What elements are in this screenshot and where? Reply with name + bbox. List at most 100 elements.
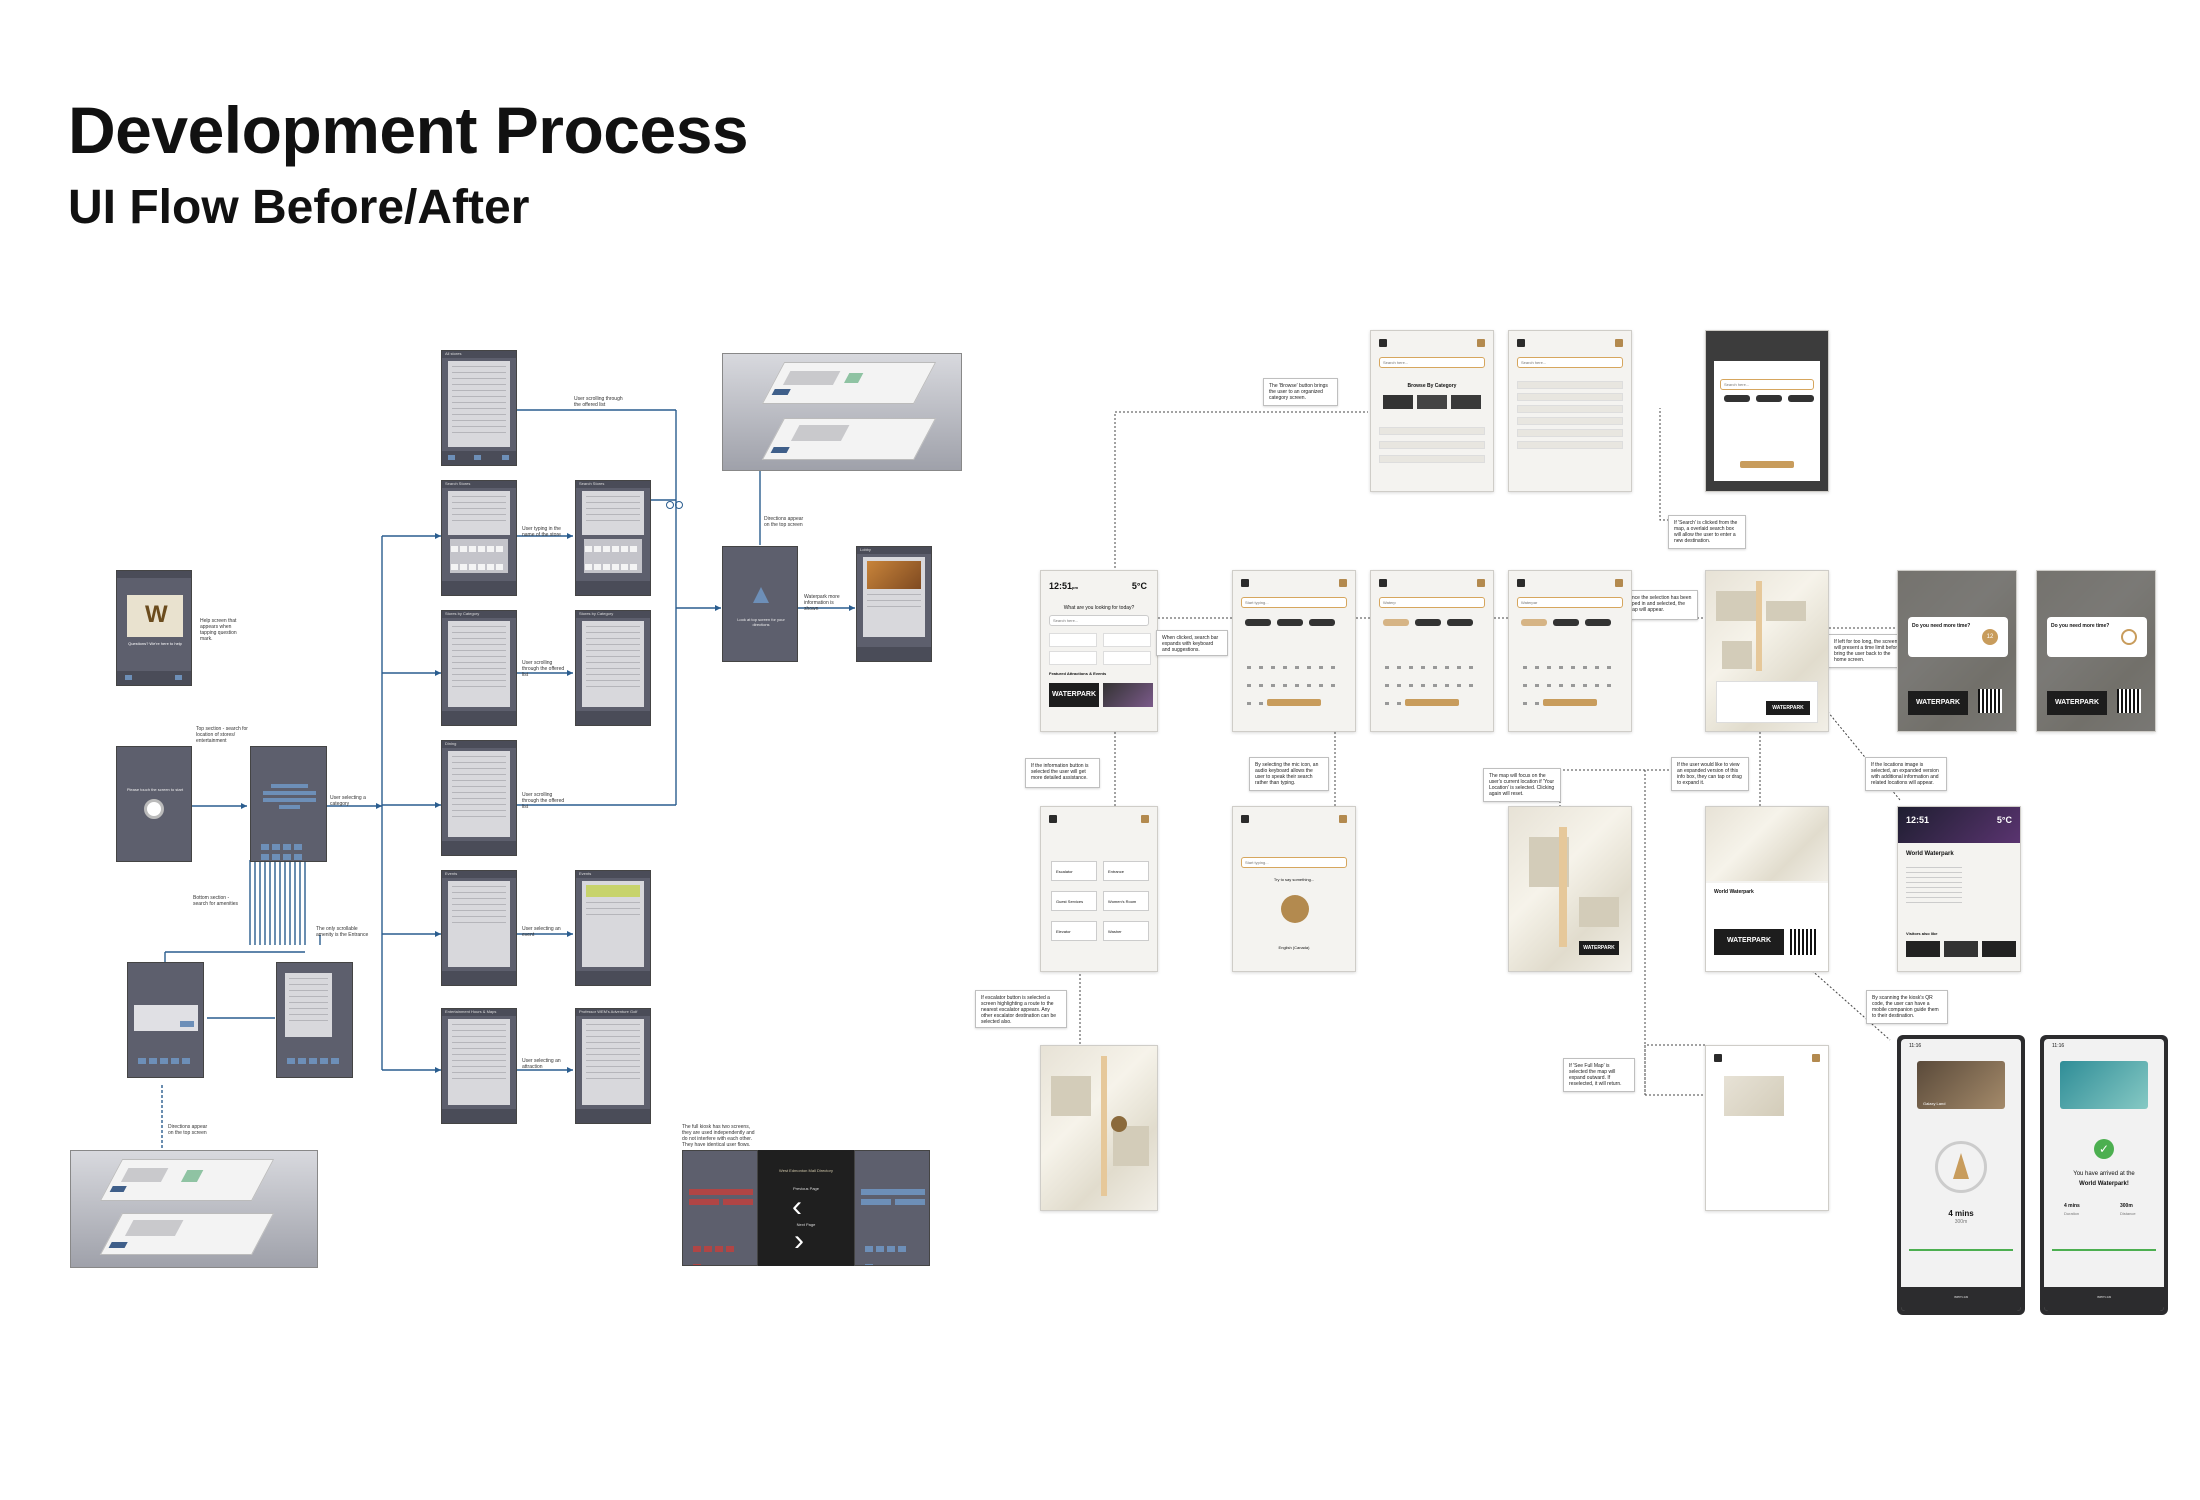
escalator-marker-icon <box>1111 1116 1127 1132</box>
category-tile-3[interactable] <box>1451 395 1481 409</box>
touch-circle-icon[interactable] <box>144 799 164 819</box>
distance-value: 300m <box>2120 1203 2133 1209</box>
note-full-kiosk: The full kiosk has two screens, they are… <box>682 1124 755 1148</box>
note-search-clicked: If 'Search' is clicked from the map, a o… <box>1668 515 1746 549</box>
info-entrance[interactable]: Entrance <box>1103 861 1149 881</box>
arrived-check-icon: ✓ <box>2094 1139 2114 1159</box>
mic-language[interactable]: English (Canada) <box>1278 945 1310 950</box>
home-featured-label: Featured Attractions & Events <box>1049 671 1107 676</box>
category-tile-1[interactable] <box>1383 395 1413 409</box>
note-qr: By scanning the kiosk's QR code, the use… <box>1866 990 1948 1024</box>
kiosk-prev-icon[interactable]: ‹ <box>792 1190 802 1223</box>
note-only-scrollable: The only scrollable amenity is the Entra… <box>316 926 369 938</box>
search-submit-button[interactable] <box>1543 699 1597 706</box>
search-submit-button[interactable] <box>1267 699 1321 706</box>
category-tile-2[interactable] <box>1417 395 1447 409</box>
logo-tile <box>127 595 183 637</box>
destination-photo[interactable] <box>2060 1061 2148 1109</box>
kiosk-next-label: Next Page <box>796 1222 816 1227</box>
old-amenities-list <box>276 962 353 1078</box>
new-home-screen: 12:51pm 5°C What are you looking for tod… <box>1040 570 1158 732</box>
home-browse-button[interactable] <box>1103 633 1151 647</box>
dialog-ok-button[interactable] <box>180 1021 194 1027</box>
featured-event-card[interactable] <box>1103 683 1153 707</box>
microphone-icon[interactable] <box>1281 895 1309 923</box>
overlay-search-button[interactable] <box>1740 461 1794 468</box>
search-input[interactable]: Start typing... <box>1241 857 1347 868</box>
info-guest-services[interactable]: Guest Services <box>1051 891 1097 911</box>
note-top-section: Top section - search for location of sto… <box>196 726 248 744</box>
dialog-buttons[interactable] <box>138 1051 193 1064</box>
map-waterpark-banner[interactable]: WATERPARK <box>1766 701 1810 715</box>
store-photo[interactable] <box>1917 1061 2005 1109</box>
kiosk-next-icon[interactable]: › <box>794 1224 804 1257</box>
search-input[interactable]: Waterpar <box>1517 597 1623 608</box>
home-info-button[interactable] <box>1103 651 1151 665</box>
duration-value: 4 mins <box>2064 1203 2080 1209</box>
arrived-line-1: You have arrived at the <box>2073 1171 2135 1177</box>
mic-hint: Try to say something... <box>1273 877 1315 882</box>
home-prompt: What are you looking for today? <box>1063 605 1135 611</box>
attract-caption: Please touch the screen to start <box>126 787 184 792</box>
page-subtitle: UI Flow Before/After <box>68 181 530 234</box>
duration-label: Duration <box>2064 1211 2080 1216</box>
old-directions-screen: Look at top screen for your directions <box>722 546 798 662</box>
status-time: 11:16 <box>1909 1043 1922 1049</box>
dialog-box <box>134 1005 198 1031</box>
info-womens-room[interactable]: Women's Room <box>1103 891 1149 911</box>
home-washroom-button[interactable] <box>1049 651 1097 665</box>
search-input[interactable]: Start typing... <box>1241 597 1347 608</box>
amenity-buttons[interactable] <box>261 837 316 850</box>
note-user-scrolling-2: User scrolling through the offered list <box>522 660 565 678</box>
search-submit-button[interactable] <box>1405 699 1459 706</box>
old-stores-by-category: Stores by Category <box>441 610 517 726</box>
featured-waterpark-banner[interactable]: WATERPARK <box>1049 683 1099 707</box>
navigation-arrow-icon <box>753 587 769 603</box>
info-elevator[interactable]: Elevator <box>1051 921 1097 941</box>
info-escalator[interactable]: Escalator <box>1051 861 1097 881</box>
new-search-overlay: Search here... <box>1705 330 1829 492</box>
browser-url[interactable]: wem.ca <box>2097 1294 2111 1299</box>
home-time: 12:51pm <box>1049 581 1079 591</box>
search-input[interactable]: Search here... <box>1379 357 1485 368</box>
list-buttons[interactable] <box>287 1051 342 1064</box>
route-progress <box>2052 1249 2156 1251</box>
kiosk-right-screen <box>854 1150 930 1266</box>
note-escalator: If escalator button is selected a screen… <box>975 990 1067 1028</box>
new-browse-category: Search here... Browse By Category <box>1370 330 1494 492</box>
note-user-selecting-attraction: User selecting an attraction <box>522 1058 561 1070</box>
note-user-scrolling-1: User scrolling through the offered list <box>574 396 623 408</box>
timeout-clock-icon <box>2121 629 2137 645</box>
note-selection: Once the selection has been typed in and… <box>1622 590 1698 620</box>
home-explore-button[interactable] <box>1049 633 1097 647</box>
note-expand-info: If the user would like to view an expand… <box>1671 757 1749 791</box>
old-directions-render-bottom <box>70 1150 318 1268</box>
amenity-buttons-2[interactable] <box>261 847 316 860</box>
new-full-map <box>1705 1045 1829 1211</box>
old-attract-screen[interactable]: Please touch the screen to start <box>116 746 192 862</box>
help-caption: Questions? We're here to help <box>128 641 182 646</box>
compass-icon <box>1935 1141 1987 1193</box>
new-mic-screen: Start typing... Try to say something... … <box>1232 806 1356 972</box>
screen-header <box>117 571 191 578</box>
new-category-list: Search here... <box>1508 330 1632 492</box>
logo-mark: W <box>145 601 168 628</box>
note-user-scrolling-3: User scrolling through the offered list <box>522 792 565 810</box>
home-search-input[interactable]: Search here... <box>1049 615 1149 626</box>
nav-minutes: 4 mins <box>1948 1209 1974 1218</box>
screen-footer <box>117 671 191 685</box>
search-input[interactable]: Search here... <box>1517 357 1623 368</box>
info-washer[interactable]: Washer <box>1103 921 1149 941</box>
note-bottom-section: Bottom section - search for amenities <box>193 895 239 907</box>
old-full-kiosk: West Edmonton Mall Directory Previous Pa… <box>682 1150 930 1266</box>
note-help-screen: Help screen that appears when tapping qu… <box>200 618 237 642</box>
overlay-search-input[interactable]: Search here... <box>1720 379 1814 390</box>
new-search-typed-2: Waterpar <box>1508 570 1632 732</box>
menu-top-buttons[interactable] <box>261 783 318 813</box>
search-input[interactable]: Waterp <box>1379 597 1485 608</box>
new-search-typed-1: Waterp <box>1370 570 1494 732</box>
old-events: Events <box>441 870 517 986</box>
browser-url[interactable]: wem.ca <box>1954 1294 1968 1299</box>
old-dining: Dining <box>441 740 517 856</box>
